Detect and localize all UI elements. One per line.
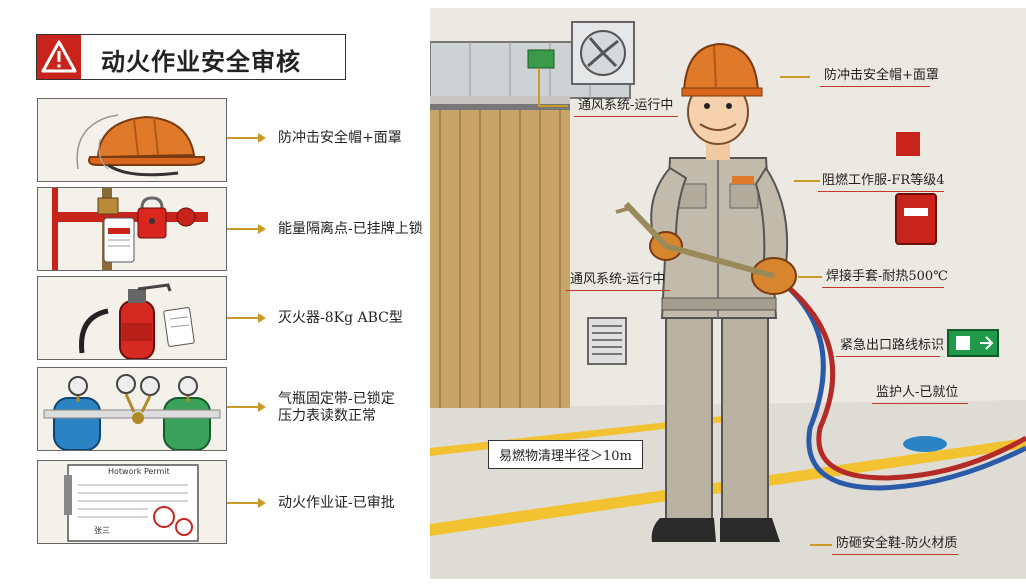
callout-gloves: 焊接手套-耐热500℃ — [826, 269, 948, 284]
callout-ventilation-mid: 通风系统-运行中 — [570, 272, 666, 287]
leader-arrow — [258, 313, 266, 323]
lockout-tag-icon — [38, 188, 226, 270]
leader-arrow — [258, 498, 266, 508]
leader-line — [794, 180, 820, 182]
supervisor-marker — [903, 436, 947, 452]
worksite-illustration — [430, 8, 1026, 579]
callout-underline — [822, 287, 944, 288]
callout-clothing: 阻燃工作服-FR等级4 — [822, 173, 945, 188]
leader-line — [227, 137, 259, 139]
hot-work-permit-icon — [38, 461, 226, 543]
callout-clearance: 易燃物清理半径＞10m — [488, 440, 643, 469]
extinguisher-sign — [896, 132, 920, 156]
permit-panel: Hotwork Permit 张三 — [37, 460, 227, 544]
callout-underline — [820, 86, 930, 87]
leader-line — [227, 228, 259, 230]
checklist-label-cylinder-2: 压力表读数正常 — [278, 408, 376, 424]
checklist-label-cylinder-1: 气瓶固定带-已锁定 — [278, 391, 395, 407]
callout-underline — [872, 403, 968, 404]
callout-exit: 紧急出口路线标识 — [840, 338, 945, 353]
checklist-label-helmet: 防冲击安全帽+面罩 — [278, 130, 402, 146]
warning-icon — [37, 35, 81, 79]
leader-line — [538, 105, 568, 107]
callout-underline — [832, 554, 958, 555]
wall-extinguisher-box — [895, 193, 937, 245]
checklist-label-lockout: 能量隔离点-已挂牌上锁 — [278, 221, 423, 237]
leader-line — [798, 276, 822, 278]
permit-heading: Hotwork Permit — [108, 467, 170, 476]
callout-supervisor: 监护人-已就位 — [876, 385, 959, 400]
leader-arrow — [258, 133, 266, 143]
leader-line — [227, 502, 259, 504]
callout-ventilation-top: 通风系统-运行中 — [578, 98, 674, 113]
callout-underline — [836, 356, 940, 357]
callout-helmet: 防冲击安全帽+面罩 — [824, 68, 939, 83]
worksite-scene: 防冲击安全帽+面罩 通风系统-运行中 阻燃工作服-FR等级4 通风系统-运行中 … — [430, 8, 1026, 579]
gas-cylinder-icon — [38, 368, 226, 450]
leader-arrow — [258, 402, 266, 412]
callout-shoes: 防砸安全鞋-防火材质 — [836, 536, 958, 551]
callout-underline — [818, 191, 944, 192]
leader-line — [227, 317, 259, 319]
welder-figure — [615, 42, 797, 542]
leader-line — [538, 68, 540, 106]
checklist-label-extinguisher: 灭火器-8Kg ABC型 — [278, 310, 403, 326]
leader-line — [810, 544, 832, 546]
leader-line — [780, 76, 810, 78]
callout-underline — [574, 116, 678, 117]
leader-arrow — [258, 224, 266, 234]
fire-extinguisher-icon — [38, 277, 226, 359]
permit-sign: 张三 — [94, 526, 110, 535]
page-title: 动火作业安全审核 — [101, 47, 301, 76]
worker-helmet — [682, 42, 760, 93]
lockout-panel — [37, 187, 227, 271]
checklist-label-permit: 动火作业证-已审批 — [278, 495, 395, 511]
helmet-panel — [37, 98, 227, 182]
leader-line — [227, 406, 259, 408]
hard-hat-icon — [38, 99, 226, 181]
callout-underline — [566, 290, 670, 291]
title-box: 动火作业安全审核 — [36, 34, 346, 80]
cylinder-panel — [37, 367, 227, 451]
extinguisher-panel — [37, 276, 227, 360]
